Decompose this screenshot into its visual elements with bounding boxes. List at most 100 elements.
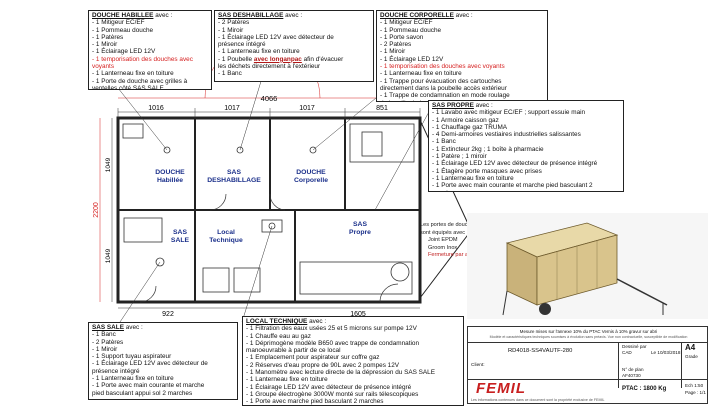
box-suffix: avec : <box>473 102 493 109</box>
room-local-tech-1: Local <box>217 229 235 236</box>
equipment-line: ventelles côté SAS SALE <box>92 84 164 90</box>
equipment-line: - 1 Manomètre avec lecture directe de la… <box>246 369 435 377</box>
equipment-line: - 1 Lanterneau fixe en toiture <box>246 376 328 384</box>
equipment-line: les déchets directement à l'extérieur <box>218 63 321 71</box>
box-suffix: avec : <box>283 12 303 19</box>
equipment-line: - 1 Emplacement pour aspirateur sur coff… <box>246 354 380 362</box>
box-sas-propre-title: SAS PROPRE <box>432 102 474 109</box>
equipment-line: - 1 Chauffage gaz TRUMA <box>432 123 508 131</box>
equipment-line: - 1 Éclairage LED 12V avec détecteur de … <box>246 383 412 391</box>
box-suffix: avec : <box>123 324 143 331</box>
equipment-line: voyants <box>92 63 115 71</box>
equipment-line: - 1 Banc <box>92 331 116 339</box>
equipment-line: - 1 Miroir <box>92 41 118 49</box>
equipment-line: - 1 Patères <box>92 33 124 41</box>
callout-line: Les portes de douches <box>420 222 477 228</box>
tb-planno-label: N° de plan <box>622 367 644 372</box>
box-suffix: avec : <box>453 12 473 19</box>
tb-header2: Modèle et caractéristiques techniques so… <box>489 335 688 339</box>
dim-left-total: 2200 <box>93 202 100 218</box>
tb-ptac: PTAC : 1800 Kg <box>622 386 667 392</box>
tb-date: Le 10/03/2018 <box>651 350 681 355</box>
equipment-line: - 2 Réserves d'eau propre de 90L avec 2 … <box>246 361 400 369</box>
equipment-line: - 1 Poubelle avec longanpac afin d'évacu… <box>218 55 344 63</box>
room-sas-sale-1: SAS <box>173 229 187 236</box>
equipment-line: - 1 Éclairage LED 12V avec détecteur de <box>218 33 334 41</box>
dim-bottom-2: 1605 <box>350 311 366 318</box>
equipment-line: - 1 Porte savon <box>380 33 424 41</box>
equipment-line: - 1 Lanterneau fixe en toiture <box>218 48 300 56</box>
box-sas-propre: SAS PROPRE avec : - 1 Lavabo avec mitige… <box>428 100 624 192</box>
equipment-line: - 1 Éclairage LED 12V avec détecteur de <box>92 360 208 368</box>
equipment-line: manoeuvrable à partir de ce local <box>246 347 341 355</box>
dim-left-2: 1049 <box>105 248 112 263</box>
equipment-line: - 1 Groupe électrogène 3000W monté sur r… <box>246 390 419 398</box>
equipment-line: - 1 Miroir <box>380 48 406 56</box>
box-local-technique: LOCAL TECHNIQUE avec : - 1 Filtration de… <box>242 316 464 406</box>
equipment-line: - 1 Mitigeur EC/EF <box>380 19 433 27</box>
box-douche-corporelle: DOUCHE CORPORELLE avec : - 1 Mitigeur EC… <box>376 10 548 102</box>
highlight-text: avec longanpac <box>253 55 302 63</box>
dim-left-1: 1049 <box>105 157 112 172</box>
trailer-illustration <box>467 213 708 319</box>
equipment-line: - 1 Banc <box>432 138 456 146</box>
partitions <box>118 118 420 302</box>
equipment-line: - 1 Pommeau douche <box>380 26 442 34</box>
equipment-line: - 1 Lanterneau fixe en toiture <box>92 375 174 383</box>
room-douche-habillee-1: DOUCHE <box>155 169 185 176</box>
drawbar-lower <box>419 231 471 299</box>
room-local-tech-2: Technique <box>209 237 243 244</box>
equipment-line: - 1 Porte avec main courante et marche <box>92 382 205 390</box>
equipment-line: - 1 Patère ; 1 miroir <box>432 153 487 161</box>
equipment-line: directement dans la poubelle accès extér… <box>380 84 507 92</box>
equipment-line: - 2 Patères <box>380 41 412 49</box>
dim-top-3: 1017 <box>299 105 315 112</box>
equipment-line: - 1 Déprimogène modèle B650 avec trappe … <box>246 339 420 347</box>
tb-client-label: Client: <box>471 363 485 368</box>
tb-page: Page : 1/1 <box>685 390 706 395</box>
equipment-line: - 1 Support tuyau aspirateur <box>92 353 172 361</box>
equipment-line: - 1 Porte de douche avec grilles à <box>92 77 188 85</box>
drain-1 <box>163 146 171 154</box>
equipment-line: présence intégré <box>92 367 140 375</box>
box-douche-habillee-title: DOUCHE HABILLEE <box>92 12 154 19</box>
tb-grade-label: Grade <box>685 354 698 359</box>
equipment-line: pied basculant appui sol 2 marches <box>92 389 193 397</box>
fixtures <box>122 123 415 295</box>
equipment-line: présence intégré <box>218 41 266 49</box>
box-sas-sale: SAS SALE avec : - 1 Banc- 2 Patères- 1 M… <box>88 322 238 400</box>
equipment-line: - 1 Pommeau douche <box>92 26 154 34</box>
equipment-line: - 4 Demi-armoires vestiaires industriell… <box>432 131 581 139</box>
tb-header1: Mesure mises sur l'annexe 10% du PTAC Ve… <box>519 329 658 334</box>
equipment-line: - 1 Miroir <box>218 26 244 34</box>
box-douche-habillee: DOUCHE HABILLEE avec : - 1 Mitigeur EC/E… <box>88 10 212 90</box>
dim-top-1: 1016 <box>148 105 164 112</box>
equipment-line: - 2 Patères <box>92 338 124 346</box>
title-block: Mesure mises sur l'annexe 10% du PTAC Ve… <box>467 326 708 404</box>
dim-top-2: 1017 <box>224 105 240 112</box>
room-sas-propre-1: SAS <box>353 221 367 228</box>
equipment-line: - 1 Trappe pour évacuation des cartouche… <box>380 77 502 85</box>
equipment-line: - 1 Éclairage LED 12V avec détecteur de … <box>432 160 598 168</box>
room-douche-corp-2: Corporelle <box>294 177 328 184</box>
trailer-3d-drawing <box>502 222 668 316</box>
tb-designer-label: Dessiné par <box>622 344 647 349</box>
equipment-line: - 1 Éclairage LED 12V <box>92 48 156 56</box>
equipment-line: - 1 Lavabo avec mitigeur EC/EF ; support… <box>432 109 586 117</box>
box-suffix: avec : <box>153 12 173 19</box>
equipment-line: - 1 Banc <box>218 70 242 78</box>
room-douche-corp-1: DOUCHE <box>296 169 326 176</box>
tb-footer: Les informations contenues dans ce docum… <box>471 398 605 402</box>
equipment-line: - 1 Filtration des eaux usées 25 et 5 mi… <box>246 325 417 333</box>
room-sas-desh-2: DESHABILLAGE <box>207 177 261 184</box>
equipment-line: - 1 Lanterneau fixe en toiture <box>432 174 514 182</box>
callout-line: Fermeture par aimant <box>428 252 482 259</box>
equipment-line: - 1 Lanterneau fixe en toiture <box>92 70 174 78</box>
room-sas-desh-1: SAS <box>227 169 241 176</box>
door-swings <box>139 193 399 303</box>
drain-3 <box>309 146 317 154</box>
equipment-line: - 1 Lanterneau fixe en toiture <box>380 70 462 78</box>
drain-2 <box>236 146 244 154</box>
equipment-line: - 1 Éclairage LED 12V <box>380 55 444 63</box>
